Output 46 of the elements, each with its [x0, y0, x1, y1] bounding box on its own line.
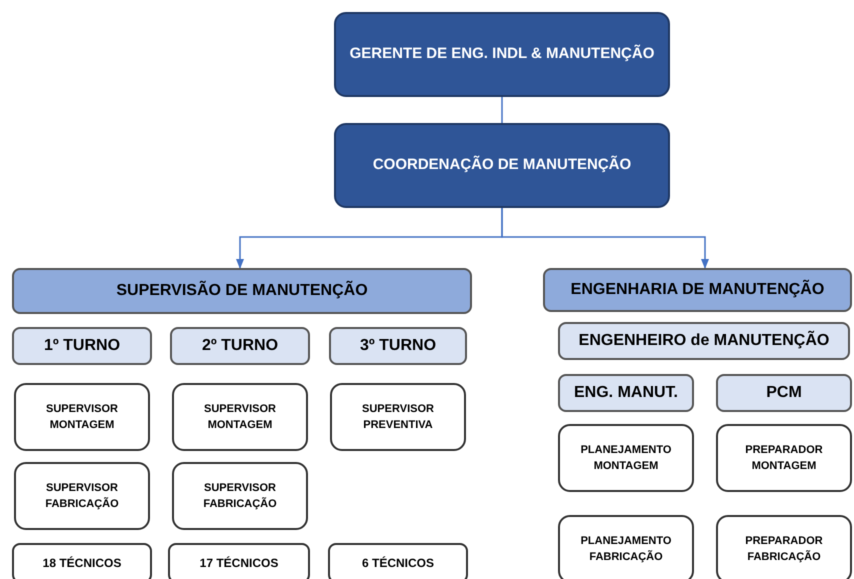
- box-label: PREPARADOR MONTAGEM: [744, 442, 824, 474]
- staff-box: [328, 543, 468, 579]
- box-label: COORDENAÇÃO DE MANUTENÇÃO: [372, 154, 632, 176]
- box-label: ENGENHEIRO de MANUTENÇÃO: [578, 330, 830, 351]
- box-label: SUPERVISOR FABRICAÇÃO: [44, 480, 120, 512]
- box-label: PLANEJAMENTO FABRICAÇÃO: [580, 534, 672, 565]
- role-box: [558, 424, 694, 492]
- arrow: [501, 208, 709, 269]
- box-label: PLANEJAMENTO MONTAGEM: [580, 442, 672, 474]
- box-label: PREPARADOR FABRICAÇÃO: [744, 534, 824, 565]
- role-box: [558, 515, 694, 579]
- staff-box: [12, 543, 152, 579]
- department-box: [12, 268, 472, 314]
- section-box: [558, 374, 694, 412]
- section-box: [716, 374, 852, 412]
- connector-line: [501, 97, 503, 123]
- role-box: [172, 462, 308, 530]
- role-box: [330, 383, 466, 451]
- box-label: SUPERVISOR MONTAGEM: [45, 402, 119, 433]
- org-box: [334, 123, 670, 208]
- box-label: GERENTE DE ENG. INDL & MANUTENÇÃO: [350, 44, 654, 64]
- box-label: 18 TÉCNICOS: [42, 555, 122, 572]
- section-box: [329, 327, 467, 365]
- role-box: [716, 424, 852, 492]
- box-label: 17 TÉCNICOS: [200, 555, 278, 572]
- box-label: SUPERVISOR FABRICAÇÃO: [202, 480, 278, 512]
- role-box: [14, 383, 150, 451]
- box-label: PCM: [766, 383, 802, 403]
- box-label: 2º TURNO: [202, 336, 278, 356]
- section-box: [170, 327, 310, 365]
- box-label: 1º TURNO: [44, 336, 120, 356]
- box-label: 3º TURNO: [360, 336, 436, 356]
- staff-box: [168, 543, 310, 579]
- section-box: [12, 327, 152, 365]
- role-box: [172, 383, 308, 451]
- department-box: [543, 268, 852, 312]
- box-label: SUPERVISÃO DE MANUTENÇÃO: [116, 280, 368, 301]
- box-label: SUPERVISOR MONTAGEM: [203, 402, 277, 433]
- box-label: ENG. MANUT.: [574, 383, 678, 403]
- box-label: SUPERVISOR PREVENTIVA: [361, 402, 435, 433]
- box-label: 6 TÉCNICOS: [362, 555, 434, 572]
- role-box: [14, 462, 150, 530]
- box-label: ENGENHARIA DE MANUTENÇÃO: [570, 278, 824, 300]
- org-box: [334, 12, 670, 97]
- role-box: [716, 515, 852, 579]
- section-box: [558, 322, 850, 360]
